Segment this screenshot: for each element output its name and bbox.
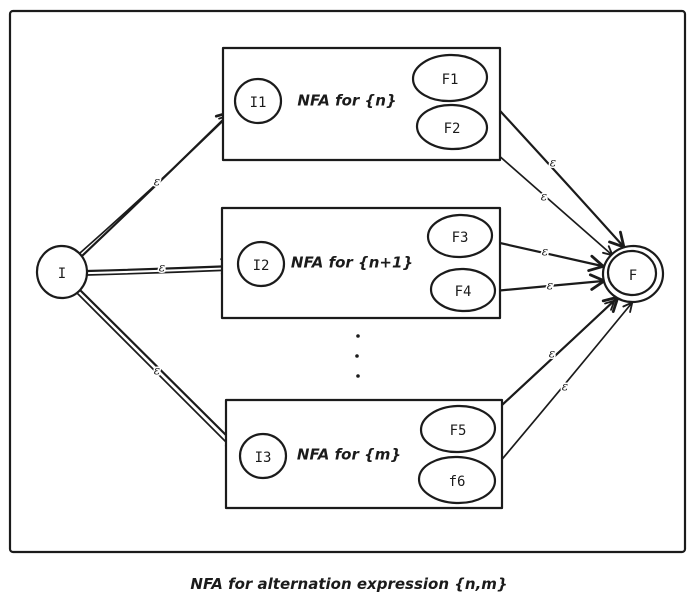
epsilon-label-f5: ε (549, 347, 555, 361)
epsilon-label-i3: ε (154, 364, 160, 378)
outer-frame (8, 9, 687, 554)
start-transition-arrows (76, 110, 243, 455)
state-f5-label: F5 (450, 423, 467, 439)
arrow-f6-to-f (492, 301, 634, 471)
epsilon-label-f3: ε (542, 245, 548, 259)
arrow-i-to-i1-sketch (79, 114, 230, 254)
state-f1-label: F1 (442, 72, 459, 88)
final-state-outer-circle (601, 244, 665, 304)
state-i1-label: I1 (250, 95, 267, 111)
epsilon-label-i2: ε (159, 261, 165, 275)
ellipsis-dot (356, 334, 360, 338)
arrow-i-to-i3-sketch (76, 292, 239, 455)
nfa-box-n: NFA for {n} I1 F1 F2 (221, 46, 502, 162)
arrow-f4-to-f (492, 273, 606, 293)
arrow-i-to-i3 (78, 288, 243, 452)
state-f4-label: F4 (455, 284, 472, 300)
nfa-box-n1: NFA for {n+1} I2 F3 F4 (220, 206, 502, 320)
ellipsis-dot (356, 374, 360, 378)
epsilon-label-f6: ε (562, 380, 568, 394)
state-f3-label: F3 (452, 230, 469, 246)
epsilon-labels: ε ε ε ε ε ε ε ε ε (152, 154, 569, 395)
state-i3-label: I3 (255, 450, 272, 466)
arrow-f3-to-f (489, 239, 605, 272)
final-state-inner-circle (606, 249, 658, 297)
state-f1-circle (411, 53, 489, 103)
ellipsis-dot (355, 354, 359, 358)
arrow-i-to-i2 (85, 257, 237, 276)
state-f4-circle (429, 267, 497, 313)
nfa-box-m-label: NFA for {m} (297, 446, 401, 464)
diagram-caption: NFA for alternation expression {n,m} (190, 575, 507, 593)
nfa-box-m: NFA for {m} I3 F5 f6 (224, 398, 504, 510)
state-f2-circle (415, 103, 489, 151)
arrow-i-to-i2-sketch (86, 264, 235, 276)
epsilon-label-i1: ε (154, 175, 160, 189)
state-i3-circle (238, 432, 288, 480)
state-f3-circle (426, 213, 494, 259)
start-state-circle (35, 244, 89, 300)
final-state: F (601, 244, 665, 304)
nfa-box-n1-label: NFA for {n+1} (291, 254, 413, 272)
state-f5-circle (419, 404, 497, 454)
ellipsis-dots (355, 334, 360, 378)
state-f6-circle (417, 455, 497, 505)
epsilon-label-f1: ε (550, 156, 556, 170)
epsilon-label-f2: ε (541, 190, 547, 204)
nfa-box-n-label: NFA for {n} (297, 92, 396, 110)
state-i1-circle (233, 77, 283, 125)
start-state-label: I (58, 266, 66, 282)
state-i2-circle (236, 240, 286, 288)
state-i2-label: I2 (253, 258, 270, 274)
final-state-label: F (629, 268, 637, 284)
state-f6-label: f6 (449, 474, 466, 490)
epsilon-label-f4: ε (547, 279, 553, 293)
state-f2-label: F2 (444, 121, 461, 137)
start-state: I (35, 244, 89, 300)
